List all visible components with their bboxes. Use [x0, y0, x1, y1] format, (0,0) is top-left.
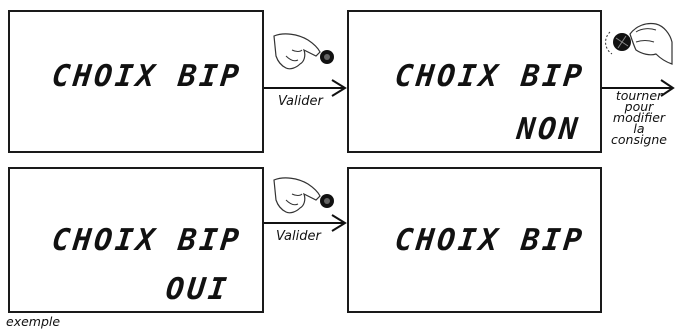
hand-turn-knob-icon: [605, 22, 673, 65]
lcd-screen-4: CHOIX BIP: [347, 167, 602, 313]
turn-line: consigne: [611, 132, 667, 147]
arrow-right-icon: [602, 79, 675, 97]
turn-line: la: [633, 121, 645, 136]
validate-label: Valider: [278, 94, 323, 109]
turn-line: tourner: [615, 88, 663, 103]
turn-line: pour: [624, 99, 654, 114]
hand-press-knob-icon: [273, 177, 334, 214]
lcd-screen-2: CHOIX BIP NON: [347, 10, 602, 153]
arrow-right-icon: [264, 214, 347, 232]
turn-line: modifier: [612, 110, 666, 125]
validate-label: Valider: [276, 229, 321, 244]
turn-instruction: tourner pour modifier la consigne: [604, 88, 674, 147]
lcd-screen-3: CHOIX BIP OUI: [8, 167, 264, 313]
example-footnote: exemple: [6, 314, 61, 329]
hand-press-knob-icon: [273, 33, 334, 70]
lcd-screen-1: CHOIX BIP: [8, 10, 264, 153]
arrow-right-icon: [264, 79, 347, 97]
